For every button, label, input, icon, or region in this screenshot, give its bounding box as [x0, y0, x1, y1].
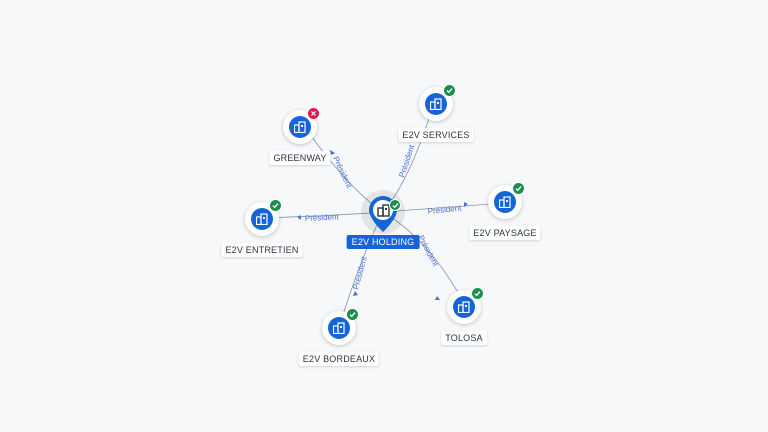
node-label[interactable]: E2V PAYSAGE	[469, 226, 541, 240]
node-label[interactable]: TOLOSA	[441, 331, 487, 345]
edge-label-e2v-entretien: Président	[305, 212, 340, 223]
status-ok-icon	[346, 308, 359, 321]
building-icon	[294, 121, 306, 133]
node-e2v-services[interactable]: E2V SERVICES	[398, 84, 474, 142]
building-icon	[333, 322, 345, 334]
edge-label-tolosa: Président	[416, 234, 440, 269]
node-label[interactable]: GREENWAY	[269, 151, 331, 165]
edge-label-e2v-bordeaux: Président	[351, 255, 369, 291]
node-label[interactable]: E2V ENTRETIEN	[221, 243, 303, 257]
company-badge[interactable]	[419, 84, 456, 121]
company-badge[interactable]	[245, 199, 282, 236]
node-label[interactable]: E2V BORDEAUX	[298, 352, 380, 366]
edge-label-e2v-paysage: Président	[427, 203, 462, 216]
building-icon	[458, 301, 470, 313]
company-badge[interactable]	[447, 287, 484, 324]
node-e2v-entretien[interactable]: E2V ENTRETIEN	[221, 199, 303, 257]
edge-label-greenway: Président	[331, 155, 354, 190]
building-icon	[499, 196, 511, 208]
status-ok-icon	[269, 199, 282, 212]
building-icon	[430, 98, 442, 110]
status-ok-icon	[389, 199, 401, 211]
status-ok-icon	[471, 287, 484, 300]
node-e2v-holding[interactable]: E2V HOLDING	[346, 190, 420, 249]
node-label[interactable]: E2V SERVICES	[398, 128, 474, 142]
company-badge[interactable]	[283, 107, 320, 144]
edge-label-e2v-services: Président	[397, 143, 416, 179]
node-e2v-bordeaux[interactable]: E2V BORDEAUX	[298, 308, 380, 366]
building-icon	[256, 213, 268, 225]
status-ok-icon	[443, 84, 456, 97]
status-error-icon	[307, 107, 320, 120]
status-ok-icon	[512, 182, 525, 195]
company-badge[interactable]	[488, 182, 525, 219]
building-icon	[377, 204, 390, 217]
node-greenway[interactable]: GREENWAY	[269, 107, 331, 165]
node-label[interactable]: E2V HOLDING	[346, 235, 420, 249]
company-badge[interactable]	[322, 308, 359, 345]
node-tolosa[interactable]: TOLOSA	[441, 287, 487, 345]
node-e2v-paysage[interactable]: E2V PAYSAGE	[469, 182, 541, 240]
